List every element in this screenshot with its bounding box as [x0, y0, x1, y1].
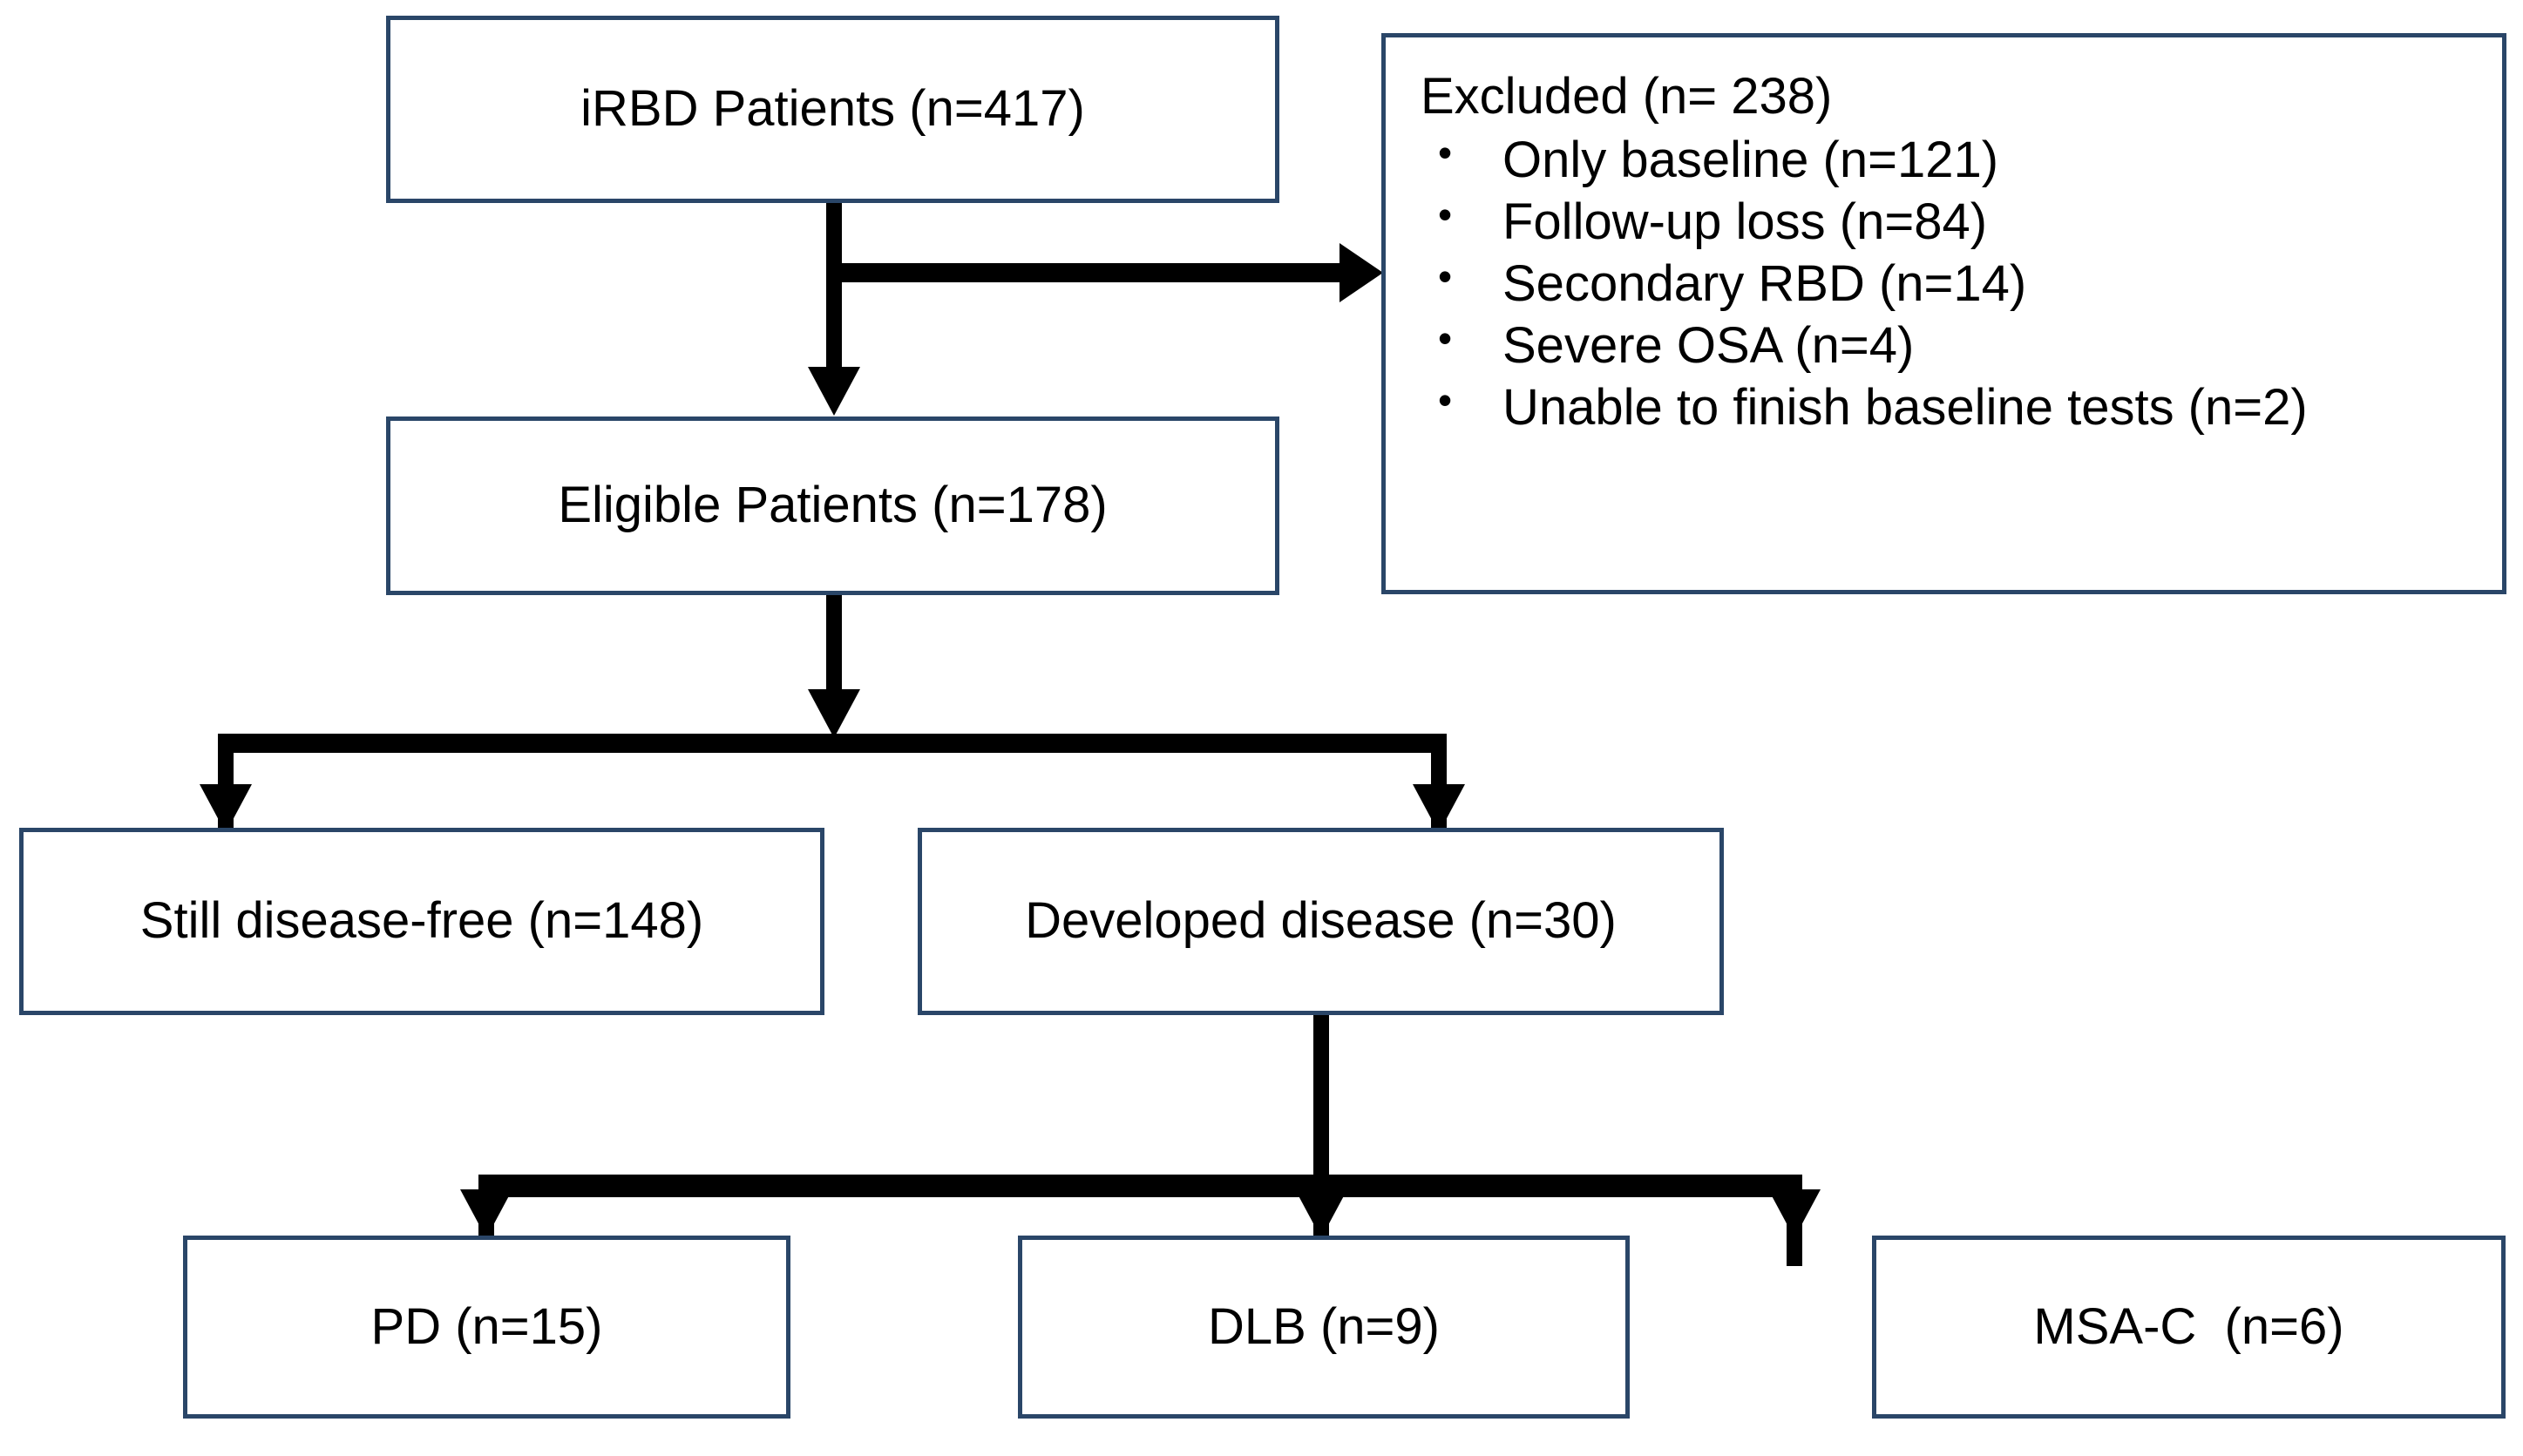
excluded-heading: Excluded (n= 238): [1421, 68, 1833, 125]
connector-eligible-split-bar: [218, 734, 1447, 753]
list-item: Secondary RBD (n=14): [1408, 253, 2479, 313]
node-pd-label: PD (n=15): [370, 1297, 603, 1355]
arrowhead-developed-to-dlb: [1295, 1189, 1347, 1238]
arrowhead-developed-to-msac: [1768, 1189, 1821, 1238]
node-eligible-patients: Eligible Patients (n=178): [386, 416, 1279, 595]
node-pd: PD (n=15): [183, 1236, 790, 1419]
node-still-disease-free: Still disease-free (n=148): [19, 828, 824, 1015]
node-developed-disease: Developed disease (n=30): [918, 828, 1724, 1015]
node-irbd-patients: iRBD Patients (n=417): [386, 16, 1279, 203]
list-item: Severe OSA (n=4): [1408, 315, 2479, 375]
node-msa-c-label: MSA-C (n=6): [2033, 1297, 2344, 1355]
node-eligible-patients-label: Eligible Patients (n=178): [558, 477, 1108, 534]
arrowhead-irbd-to-eligible: [808, 367, 860, 416]
node-dlb: DLB (n=9): [1018, 1236, 1630, 1419]
list-item: Only baseline (n=121): [1408, 129, 2479, 189]
connector-eligible-stem: [826, 595, 842, 691]
arrowhead-eligible-to-developed: [1413, 784, 1465, 833]
connector-irbd-to-eligible-stem: [826, 203, 842, 369]
node-developed-disease-label: Developed disease (n=30): [1025, 892, 1617, 950]
node-dlb-label: DLB (n=9): [1208, 1297, 1440, 1355]
excluded-reason-list: Only baseline (n=121) Follow-up loss (n=…: [1408, 129, 2479, 437]
arrowhead-irbd-to-excluded: [1339, 243, 1383, 302]
list-item: Unable to finish baseline tests (n=2): [1408, 376, 2479, 437]
arrowhead-eligible-to-split: [808, 689, 860, 738]
arrowhead-eligible-to-free: [200, 784, 252, 833]
list-item: Follow-up loss (n=84): [1408, 191, 2479, 251]
connector-developed-stem: [1313, 1015, 1329, 1176]
node-still-disease-free-label: Still disease-free (n=148): [139, 892, 704, 950]
connector-irbd-to-excluded-line: [826, 263, 1349, 282]
arrowhead-developed-to-pd: [460, 1189, 512, 1238]
node-irbd-patients-label: iRBD Patients (n=417): [580, 80, 1085, 138]
node-msa-c: MSA-C (n=6): [1872, 1236, 2506, 1419]
connector-developed-split-bar: [478, 1175, 1802, 1197]
node-excluded: Excluded (n= 238) Only baseline (n=121) …: [1381, 33, 2506, 594]
